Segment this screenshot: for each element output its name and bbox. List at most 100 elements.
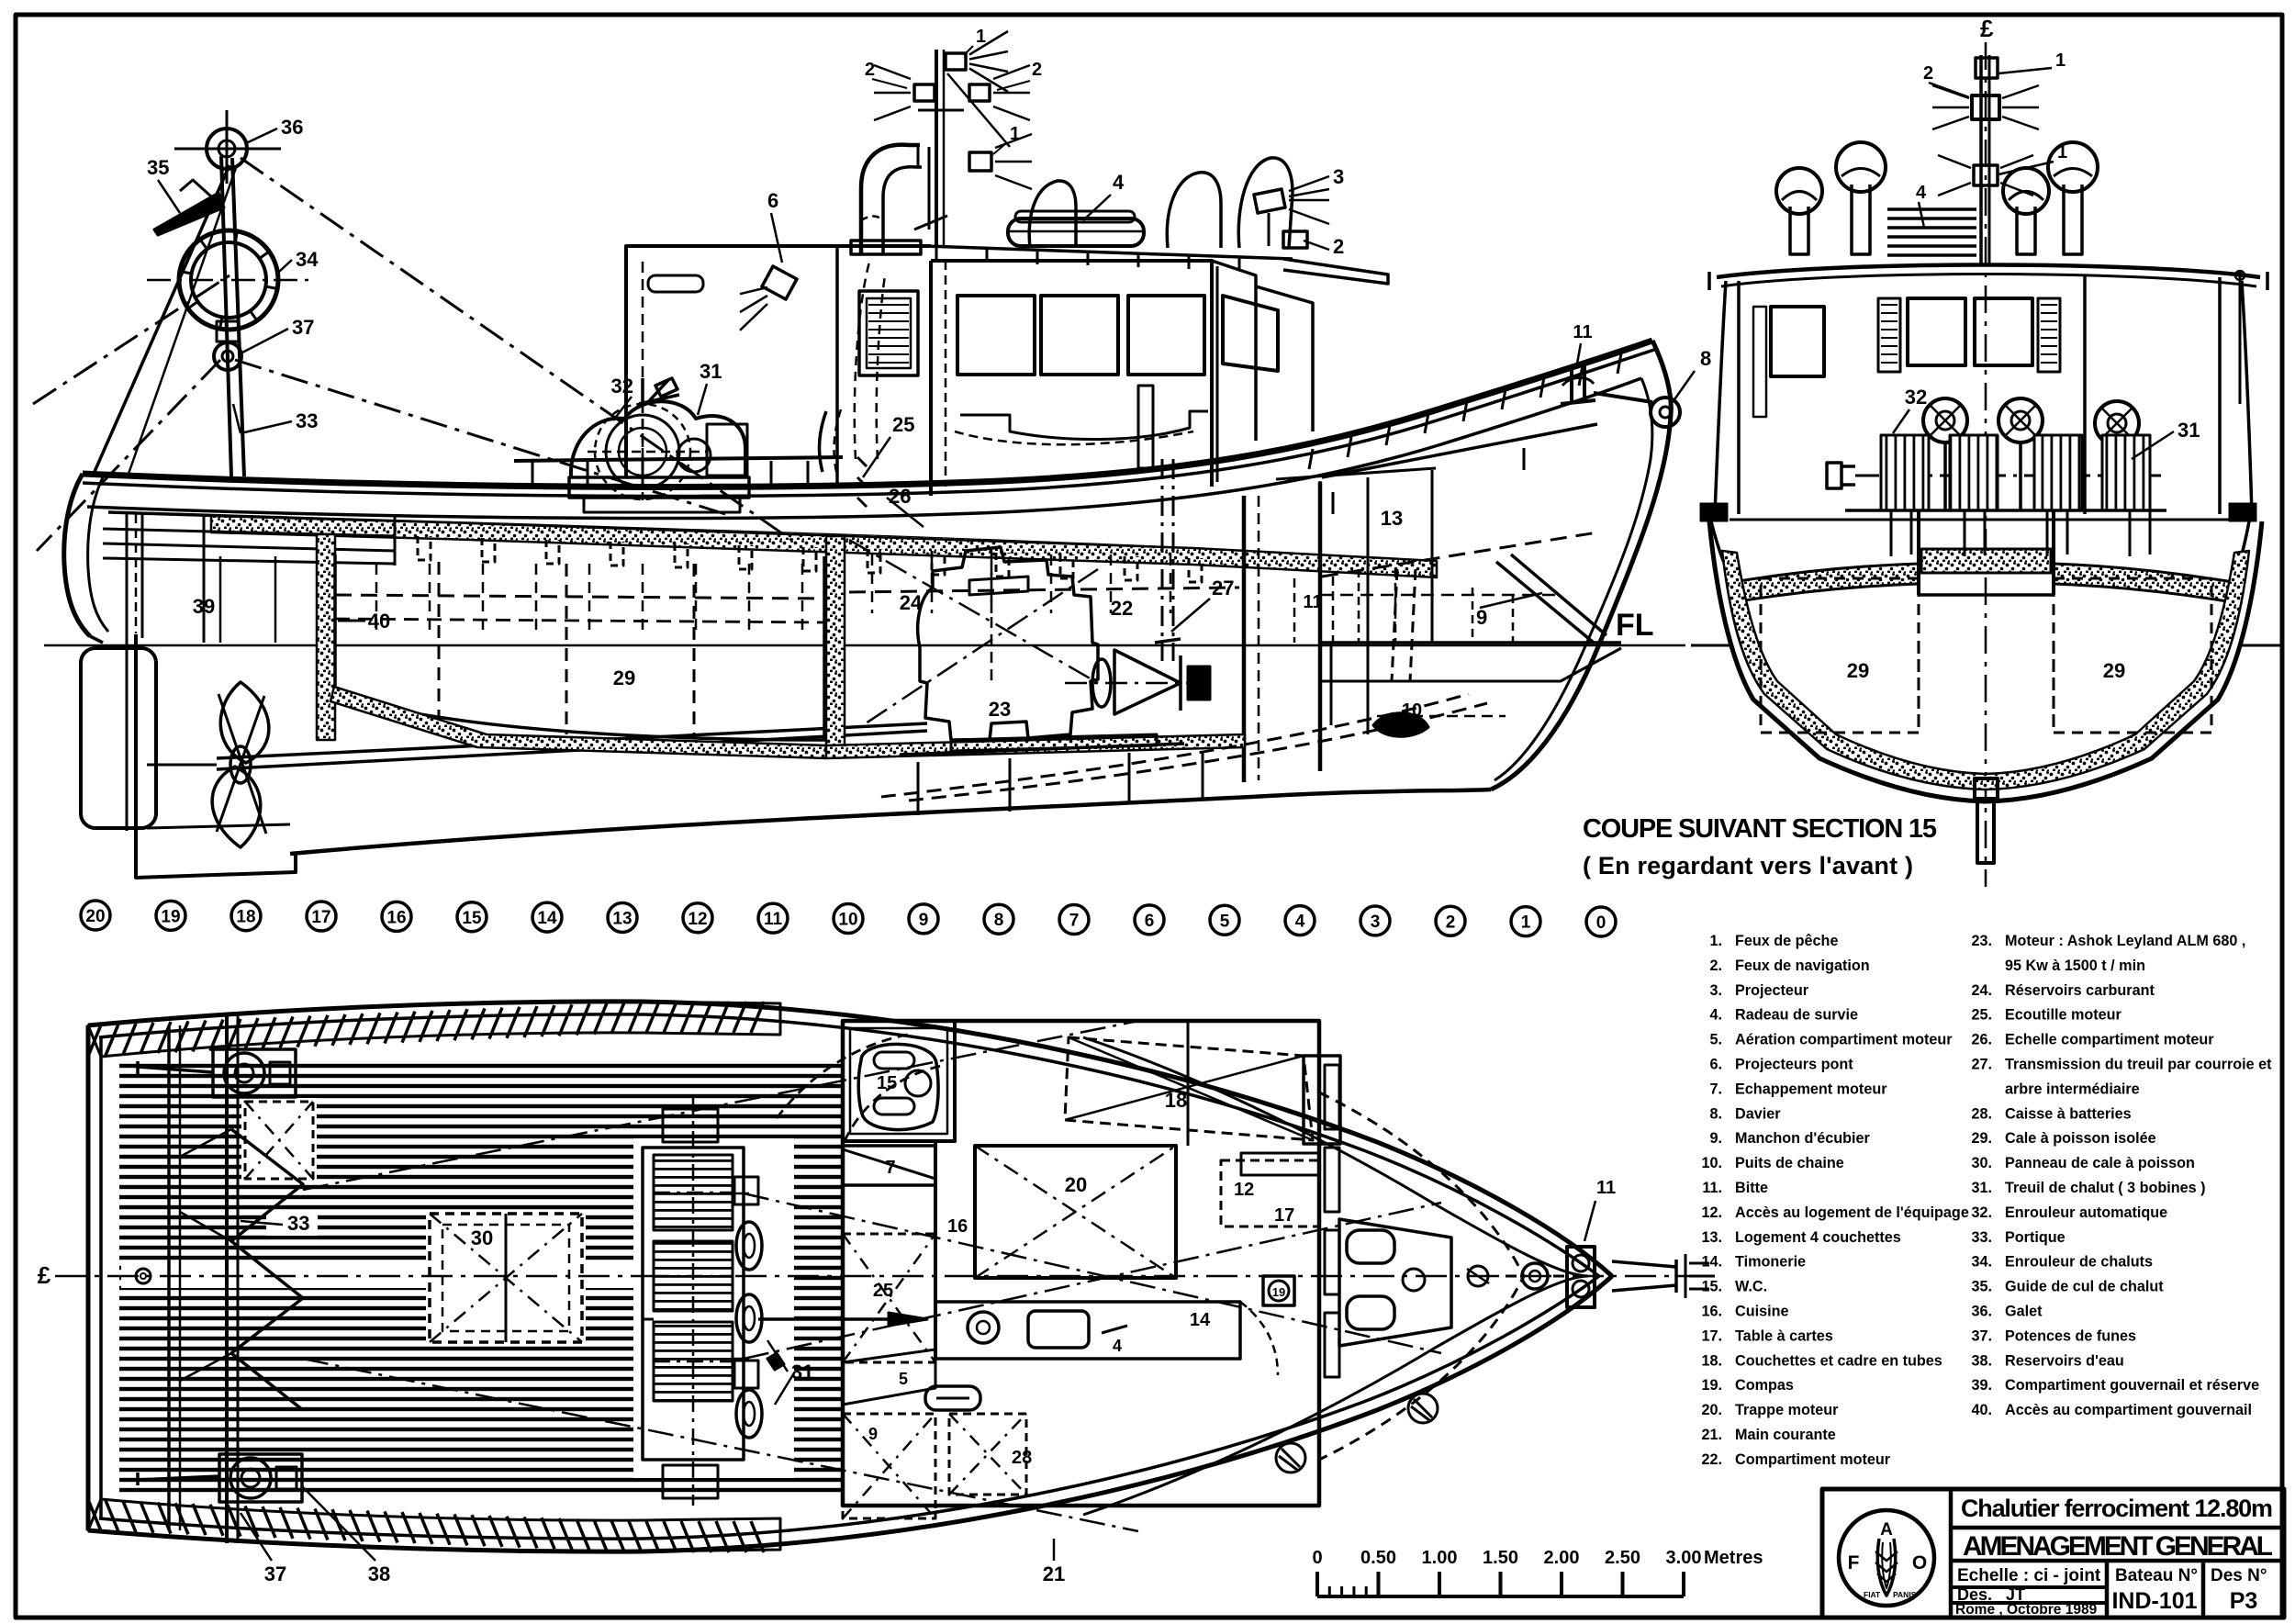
svg-text:2.00: 2.00 [1544,1548,1580,1568]
svg-text:27: 27 [1212,577,1234,599]
svg-text:36.: 36. [1971,1304,1992,1320]
svg-text:4: 4 [1916,183,1927,203]
svg-text:A: A [1880,1520,1893,1540]
svg-text:24.: 24. [1971,982,1992,999]
svg-text:20: 20 [1065,1173,1087,1196]
svg-text:Enrouleur de chaluts: Enrouleur de chaluts [2005,1254,2153,1271]
svg-text:11: 11 [764,910,783,929]
svg-text:1: 1 [2055,50,2066,71]
svg-text:9.: 9. [1709,1130,1722,1147]
svg-text:34: 34 [296,248,319,271]
svg-text:Treuil de chalut ( 3 bobines ): Treuil de chalut ( 3 bobines ) [2005,1180,2206,1196]
svg-text:30: 30 [471,1226,493,1249]
svg-text:1: 1 [976,27,986,47]
svg-text:COUPE SUIVANT SECTION 15: COUPE SUIVANT SECTION 15 [1583,814,1937,844]
svg-text:Main courante: Main courante [1735,1427,1836,1443]
svg-text:15: 15 [877,1073,897,1093]
svg-text:40.: 40. [1971,1402,1992,1418]
svg-text:31: 31 [2177,419,2200,442]
svg-text:3.: 3. [1709,982,1722,999]
svg-text:12: 12 [688,910,707,929]
svg-text:1: 1 [1521,913,1531,933]
svg-text:23.: 23. [1971,933,1992,949]
svg-text:10.: 10. [1701,1155,1722,1171]
svg-text:29.: 29. [1971,1130,1992,1147]
svg-text:Aération compartiment moteur: Aération compartiment moteur [1735,1032,1953,1048]
svg-text:11: 11 [1573,322,1592,342]
svg-text:Potences de funes: Potences de funes [2005,1327,2136,1344]
svg-text:32.: 32. [1971,1204,1992,1221]
svg-text:2: 2 [1923,63,1933,84]
svg-text:5: 5 [899,1370,908,1388]
svg-text:5.: 5. [1709,1032,1722,1048]
svg-text:20.: 20. [1701,1402,1722,1418]
svg-text:25.: 25. [1971,1007,1992,1024]
svg-text:Ecoutille moteur: Ecoutille moteur [2005,1007,2122,1024]
svg-text:Table à cartes: Table à cartes [1735,1327,1833,1344]
svg-text:32: 32 [1905,386,1927,409]
svg-text:33.: 33. [1971,1229,1992,1246]
svg-text:29: 29 [2103,659,2125,682]
svg-text:Des N°: Des N° [2211,1566,2267,1585]
svg-text:18: 18 [1165,1089,1187,1112]
svg-text:14: 14 [537,909,557,928]
svg-text:2.50: 2.50 [1605,1548,1640,1568]
svg-text:2: 2 [1446,913,1456,932]
svg-text:8: 8 [994,911,1004,930]
svg-text:3.00: 3.00 [1666,1548,1702,1568]
svg-text:Echelle compartiment moteur: Echelle compartiment moteur [2005,1032,2214,1048]
svg-text:27.: 27. [1971,1057,1992,1073]
svg-text:3: 3 [1371,913,1381,932]
svg-text:1: 1 [2057,142,2067,162]
svg-text:22: 22 [1111,597,1133,620]
svg-text:3: 3 [1333,165,1344,188]
svg-text:Manchon d'écubier: Manchon d'écubier [1735,1130,1871,1147]
svg-text:38: 38 [368,1562,390,1585]
svg-text:16: 16 [386,908,406,927]
svg-text:10: 10 [838,911,857,930]
svg-text:O: O [1912,1552,1927,1574]
svg-text:40: 40 [368,610,390,633]
svg-text:34.: 34. [1971,1254,1992,1271]
svg-text:Davier: Davier [1735,1105,1781,1122]
svg-text:4: 4 [1113,1337,1122,1355]
svg-text:5: 5 [1220,912,1230,931]
svg-text:12: 12 [1234,1180,1254,1200]
svg-text:Moteur : Ashok Leyland ALM 680: Moteur : Ashok Leyland ALM 680 , [2005,933,2245,949]
svg-text:Metres: Metres [1704,1548,1763,1568]
svg-text:Transmission du treuil par cou: Transmission du treuil par courroie et [2005,1057,2272,1073]
svg-text:7: 7 [885,1158,895,1178]
svg-text:Logement 4 couchettes: Logement 4 couchettes [1735,1229,1901,1246]
svg-text:31: 31 [700,360,722,383]
svg-text:Echelle : ci - joint: Echelle : ci - joint [1957,1566,2101,1585]
svg-text:F: F [1848,1552,1860,1574]
svg-text:14.: 14. [1701,1254,1722,1271]
svg-text:Radeau de survie: Radeau de survie [1735,1007,1858,1024]
svg-text:9: 9 [868,1425,878,1443]
svg-text:26: 26 [889,485,911,508]
svg-text:£: £ [38,1261,51,1289]
svg-text:Cuisine: Cuisine [1735,1304,1788,1320]
svg-text:26.: 26. [1971,1032,1992,1048]
svg-text:6.: 6. [1709,1057,1722,1073]
svg-text:20: 20 [85,907,105,926]
svg-text:Guide de cul de chalut: Guide de cul de chalut [2005,1279,2164,1295]
svg-text:11: 11 [1596,1178,1616,1198]
svg-text:1.50: 1.50 [1483,1548,1518,1568]
svg-text:4: 4 [1295,913,1305,932]
svg-text:17.: 17. [1701,1327,1722,1344]
svg-text:Compas: Compas [1735,1377,1794,1394]
svg-text:18: 18 [236,908,255,927]
svg-text:Timonerie: Timonerie [1735,1254,1806,1271]
svg-text:17: 17 [311,908,330,927]
svg-text:0: 0 [1312,1548,1322,1568]
svg-text:7.: 7. [1709,1081,1722,1097]
svg-text:33: 33 [287,1212,309,1235]
svg-text:6: 6 [1145,912,1155,931]
svg-text:4.: 4. [1709,1007,1722,1024]
svg-text:Réservoirs carburant: Réservoirs carburant [2005,982,2155,999]
svg-text:28: 28 [1012,1448,1032,1468]
svg-text:0: 0 [1596,913,1606,933]
svg-text:2: 2 [1333,235,1344,258]
svg-text:8: 8 [1700,347,1711,370]
